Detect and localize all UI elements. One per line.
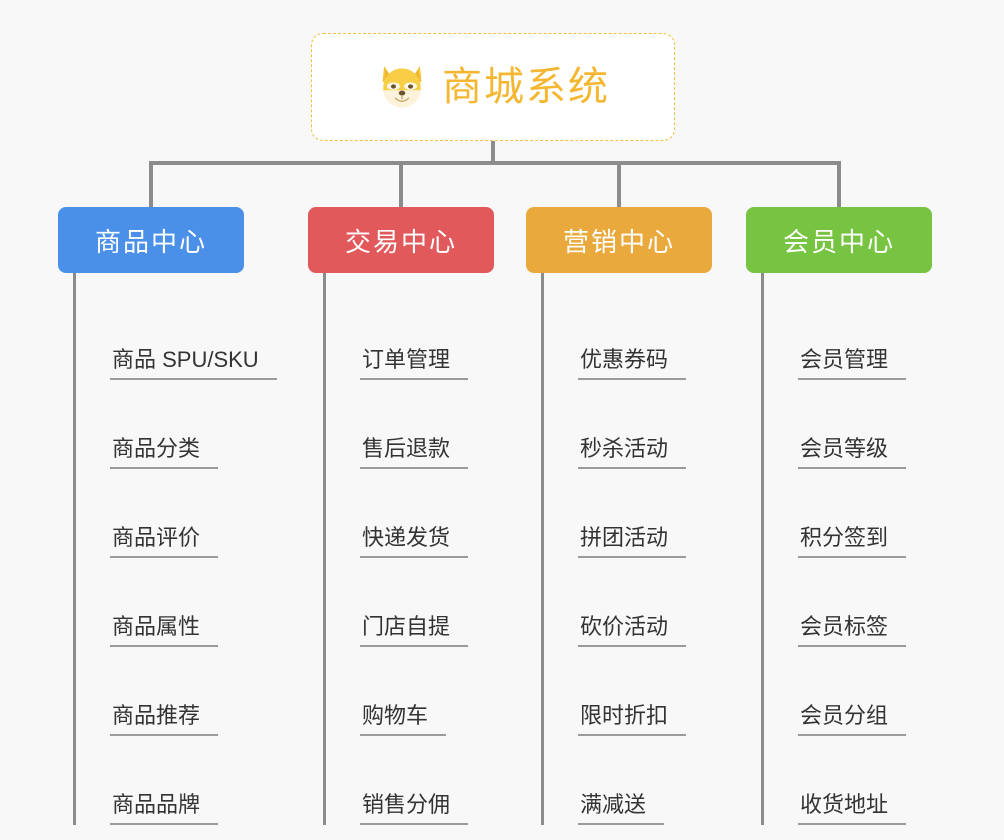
list-item[interactable]: 砍价活动	[544, 558, 712, 647]
list-item[interactable]: 快递发货	[326, 469, 494, 558]
list-item-label: 订单管理	[360, 347, 469, 380]
list-item-label: 会员标签	[798, 614, 907, 647]
list-item[interactable]: 门店自提	[326, 558, 494, 647]
list-item[interactable]: 售后退款	[326, 380, 494, 469]
category-column-product: 商品中心 商品 SPU/SKU 商品分类 商品评价 商品属性 商品推荐 商品品牌	[58, 207, 277, 825]
connector-horizontal-bus	[149, 161, 841, 165]
list-item[interactable]: 商品评价	[76, 469, 244, 558]
list-item-label: 商品 SPU/SKU	[110, 347, 277, 380]
list-item[interactable]: 限时折扣	[544, 647, 712, 736]
list-item[interactable]: 拼团活动	[544, 469, 712, 558]
list-item[interactable]: 商品品牌	[76, 736, 244, 825]
list-item[interactable]: 购物车	[326, 647, 494, 736]
list-item[interactable]: 优惠券码	[544, 291, 712, 380]
list-item-label: 收货地址	[798, 792, 907, 825]
category-header-product[interactable]: 商品中心	[58, 207, 244, 273]
list-item[interactable]: 会员管理	[764, 291, 932, 380]
list-item-label: 会员等级	[798, 436, 907, 469]
list-item[interactable]: 收货地址	[764, 736, 932, 825]
list-item-label: 优惠券码	[578, 347, 687, 380]
category-items-trade: 订单管理 售后退款 快递发货 门店自提 购物车 销售分佣	[323, 273, 494, 825]
list-item-label: 售后退款	[360, 436, 469, 469]
list-item[interactable]: 订单管理	[326, 291, 494, 380]
shiba-dog-icon	[382, 65, 422, 108]
category-column-trade: 交易中心 订单管理 售后退款 快递发货 门店自提 购物车 销售分佣	[308, 207, 494, 825]
category-column-member: 会员中心 会员管理 会员等级 积分签到 会员标签 会员分组 收货地址	[746, 207, 932, 825]
list-item[interactable]: 会员标签	[764, 558, 932, 647]
root-node[interactable]: 商城系统	[311, 33, 675, 141]
connector-drop-3	[617, 161, 621, 207]
list-item-label: 会员管理	[798, 347, 907, 380]
list-item[interactable]: 秒杀活动	[544, 380, 712, 469]
list-item-label: 积分签到	[798, 525, 907, 558]
list-item[interactable]: 满减送	[544, 736, 712, 825]
category-header-member[interactable]: 会员中心	[746, 207, 932, 273]
list-item-label: 商品品牌	[110, 792, 219, 825]
root-title: 商城系统	[442, 65, 610, 109]
connector-root-stem	[491, 141, 495, 164]
list-item[interactable]: 商品推荐	[76, 647, 244, 736]
list-item[interactable]: 商品属性	[76, 558, 244, 647]
list-item-label: 商品分类	[110, 436, 219, 469]
list-item[interactable]: 会员等级	[764, 380, 932, 469]
list-item-label: 购物车	[360, 703, 447, 736]
connector-drop-4	[837, 161, 841, 207]
list-item-label: 商品属性	[110, 614, 219, 647]
list-item-label: 会员分组	[798, 703, 907, 736]
category-column-marketing: 营销中心 优惠券码 秒杀活动 拼团活动 砍价活动 限时折扣 满减送	[526, 207, 712, 825]
category-items-product: 商品 SPU/SKU 商品分类 商品评价 商品属性 商品推荐 商品品牌	[73, 273, 277, 825]
list-item[interactable]: 商品分类	[76, 380, 244, 469]
list-item-label: 满减送	[578, 792, 665, 825]
list-item-label: 快递发货	[360, 525, 469, 558]
list-item-label: 拼团活动	[578, 525, 687, 558]
list-item-label: 商品推荐	[110, 703, 219, 736]
list-item-label: 门店自提	[360, 614, 469, 647]
list-item-label: 限时折扣	[578, 703, 687, 736]
category-header-trade[interactable]: 交易中心	[308, 207, 494, 273]
list-item-label: 销售分佣	[360, 792, 469, 825]
category-items-marketing: 优惠券码 秒杀活动 拼团活动 砍价活动 限时折扣 满减送	[541, 273, 712, 825]
category-header-marketing[interactable]: 营销中心	[526, 207, 712, 273]
list-item-label: 砍价活动	[578, 614, 687, 647]
list-item[interactable]: 商品 SPU/SKU	[76, 291, 277, 380]
list-item[interactable]: 会员分组	[764, 647, 932, 736]
category-items-member: 会员管理 会员等级 积分签到 会员标签 会员分组 收货地址	[761, 273, 932, 825]
list-item[interactable]: 积分签到	[764, 469, 932, 558]
connector-drop-2	[399, 161, 403, 207]
list-item-label: 商品评价	[110, 525, 219, 558]
list-item[interactable]: 销售分佣	[326, 736, 494, 825]
connector-drop-1	[149, 161, 153, 207]
list-item-label: 秒杀活动	[578, 436, 687, 469]
